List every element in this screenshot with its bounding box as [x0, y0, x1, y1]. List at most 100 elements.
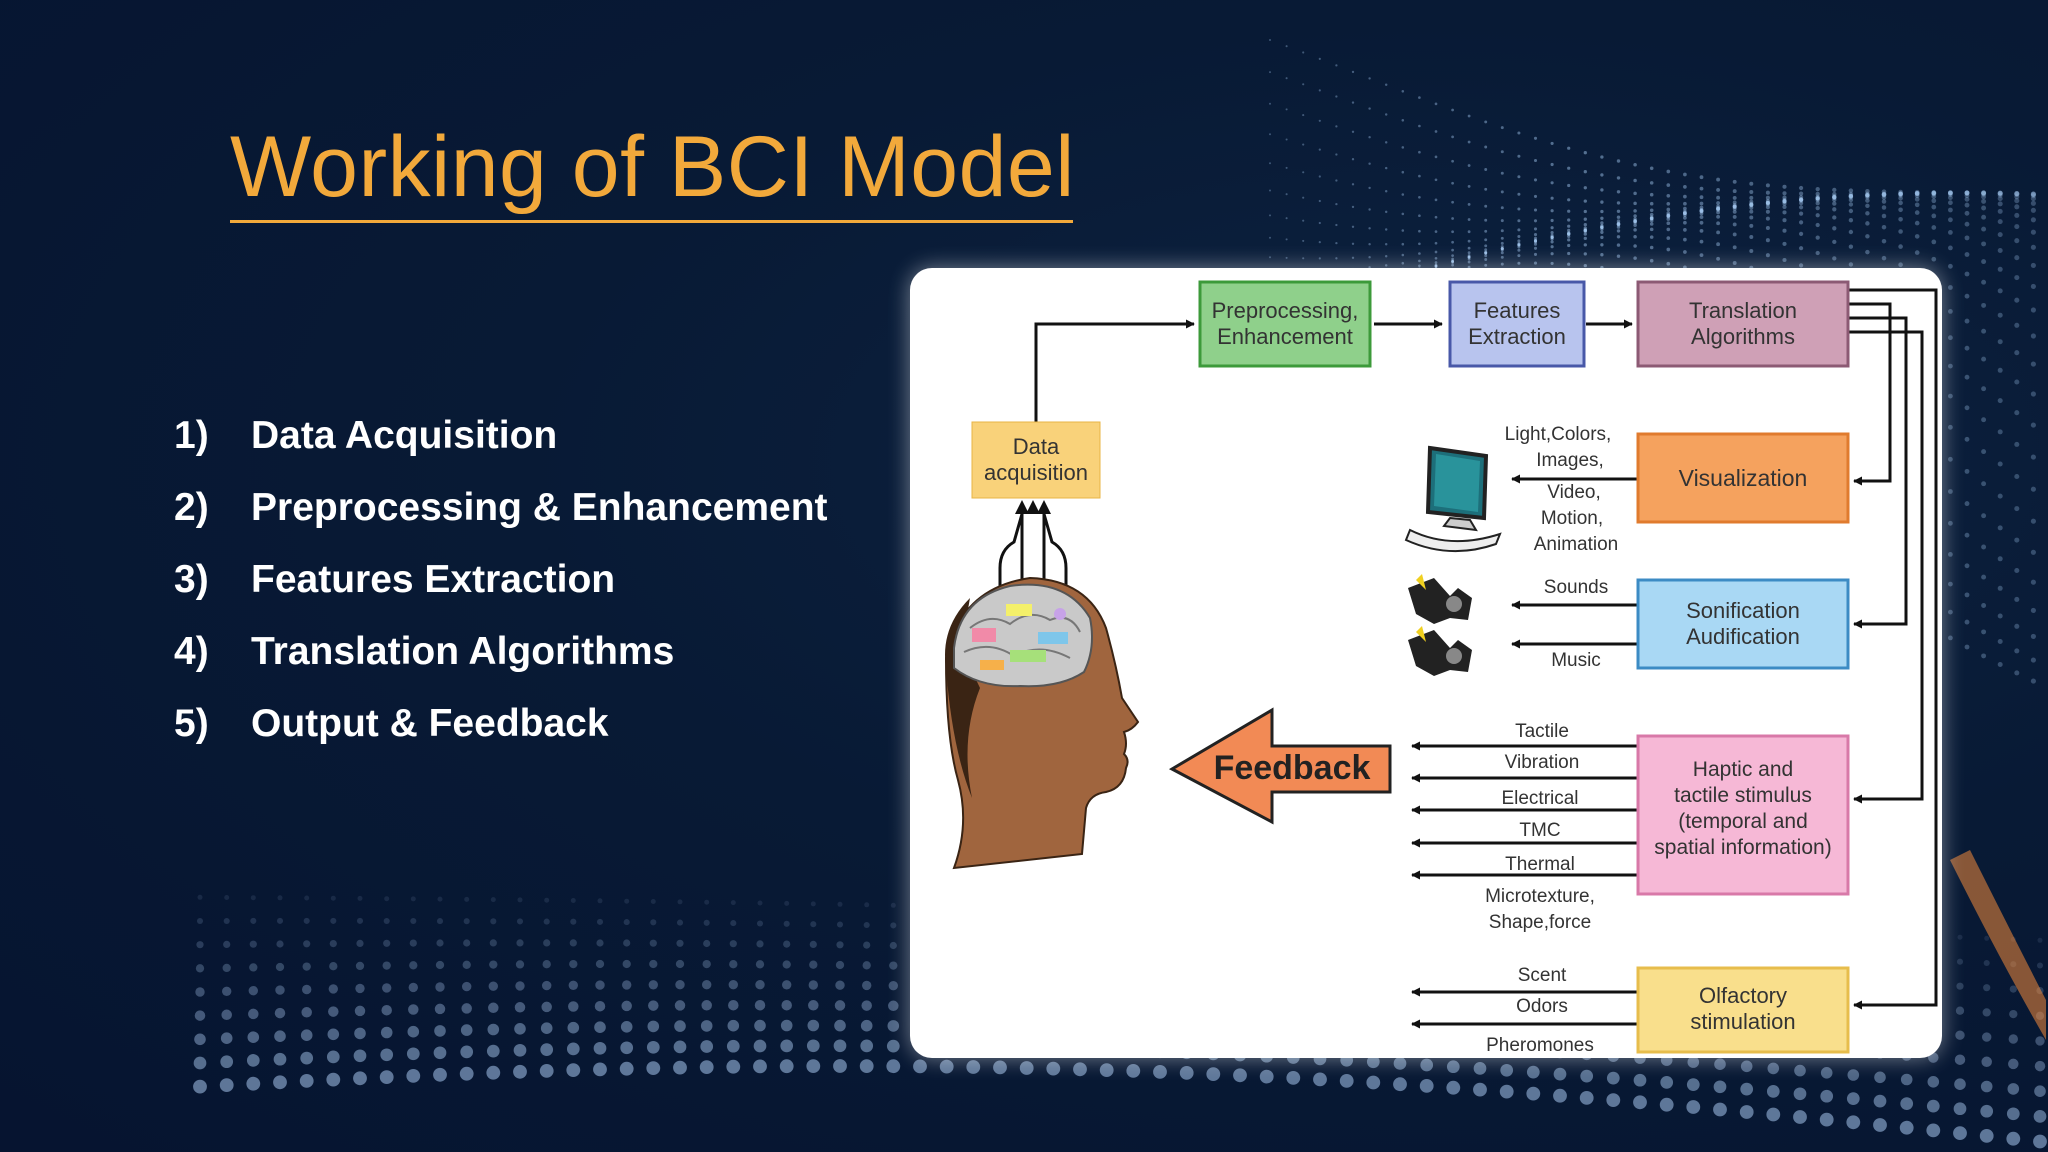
step-item: 2)Preprocessing & Enhancement	[174, 472, 828, 544]
bg-dot	[1402, 90, 1405, 93]
bg-dot	[1799, 246, 1803, 250]
bg-dot	[703, 960, 711, 968]
bg-dot	[437, 918, 443, 924]
bg-dot	[1981, 386, 1986, 391]
bg-dot	[2031, 608, 2036, 613]
bg-dot	[463, 961, 471, 969]
bg-dot	[2014, 474, 2019, 479]
bg-dot	[435, 1004, 446, 1015]
bg-dot	[1965, 375, 1970, 380]
bg-dot	[275, 1008, 286, 1019]
bg-dot	[1385, 243, 1387, 245]
bg-dot	[1816, 251, 1820, 255]
bg-dot	[1766, 183, 1770, 187]
bg-dot	[1394, 1057, 1407, 1070]
bg-dot	[1965, 222, 1970, 227]
bg-dot	[756, 940, 763, 947]
bg-dot	[1683, 250, 1687, 254]
bg-dot	[328, 1006, 339, 1017]
steps-list: 1)Data Acquisition 2)Preprocessing & Enh…	[174, 400, 828, 760]
bg-dot	[540, 1064, 554, 1078]
bg-dot	[1766, 210, 1770, 214]
bg-dot	[2031, 487, 2036, 492]
features-line-1: Features	[1474, 298, 1561, 323]
bg-dot	[1981, 417, 1986, 422]
bg-dot	[1898, 217, 1903, 222]
bg-dot	[1713, 1103, 1727, 1117]
bg-dot	[755, 980, 764, 989]
bg-dot	[567, 1043, 580, 1056]
bg-dot	[1517, 131, 1520, 134]
bg-dot	[1534, 219, 1537, 222]
bg-dot	[1915, 234, 1920, 239]
bg-dot	[1551, 219, 1554, 222]
bg-dot	[302, 985, 311, 994]
bg-dot	[675, 1000, 686, 1011]
bg-dot	[861, 1020, 873, 1032]
bg-dot	[1965, 203, 1970, 208]
step-item: 3)Features Extraction	[174, 544, 828, 616]
bg-dot	[1584, 186, 1587, 189]
bg-dot	[1954, 1078, 1966, 1090]
bg-dot	[1965, 563, 1970, 568]
bg-dot	[1633, 1095, 1647, 1109]
bg-dot	[647, 1041, 660, 1054]
translation-to-haptic-line	[1848, 332, 1922, 799]
bg-dot	[596, 960, 604, 968]
bg-dot	[330, 918, 336, 924]
bg-dot	[198, 895, 203, 900]
bg-dot	[1451, 254, 1454, 257]
bg-dot	[514, 1023, 526, 1035]
bg-dot	[1782, 191, 1786, 195]
bg-dot	[728, 1020, 740, 1032]
bg-dot	[2014, 624, 2019, 629]
bg-dot	[889, 981, 898, 990]
bg-dot	[544, 919, 550, 925]
bg-dot	[729, 980, 738, 989]
bg-dot	[1385, 113, 1387, 115]
bg-dot	[1352, 226, 1354, 228]
bg-dot	[1981, 194, 1986, 199]
bg-dot	[1269, 133, 1271, 135]
bg-dot	[1816, 223, 1820, 227]
bg-dot	[1832, 207, 1836, 211]
bg-dot	[861, 1000, 872, 1011]
bg-dot	[1998, 368, 2003, 373]
bg-dot	[1418, 125, 1421, 128]
bg-dot	[438, 897, 443, 902]
step-item: 1)Data Acquisition	[174, 400, 828, 472]
bg-dot	[836, 941, 843, 948]
olfactory-line-2: stimulation	[1690, 1009, 1795, 1034]
bg-dot	[1286, 193, 1288, 195]
sonification-line-1: Sonification	[1686, 598, 1800, 623]
bg-dot	[2031, 230, 2036, 235]
bg-dot	[1435, 242, 1438, 245]
bg-dot	[1418, 151, 1421, 154]
bg-dot	[1998, 313, 2003, 318]
thermal-label: Thermal	[1505, 854, 1575, 875]
bg-dot	[1366, 1076, 1380, 1090]
bg-dot	[1451, 249, 1454, 252]
bg-dot	[1898, 201, 1903, 206]
bg-dot	[1981, 545, 1986, 550]
bg-dot	[784, 921, 790, 927]
bg-dot	[1319, 149, 1321, 151]
bg-dot	[1998, 429, 2003, 434]
bg-dot	[1335, 224, 1337, 226]
bg-dot	[1931, 205, 1936, 210]
music-output-label: Music	[1551, 650, 1601, 671]
bg-dot	[913, 1060, 927, 1074]
bg-dot	[1551, 240, 1554, 243]
data-acquisition-line-1: Data	[1013, 434, 1060, 459]
bg-dot	[1617, 210, 1620, 213]
step-label: Output & Feedback	[251, 702, 609, 746]
bg-dot	[518, 897, 523, 902]
bg-dot	[1948, 264, 1953, 269]
bg-dot	[1998, 339, 2003, 344]
bg-dot	[1749, 196, 1753, 200]
bg-dot	[1666, 221, 1670, 225]
bg-dot	[1484, 168, 1487, 171]
bg-dot	[1352, 243, 1354, 245]
bg-dot	[460, 1046, 473, 1059]
bg-dot	[1849, 202, 1853, 206]
